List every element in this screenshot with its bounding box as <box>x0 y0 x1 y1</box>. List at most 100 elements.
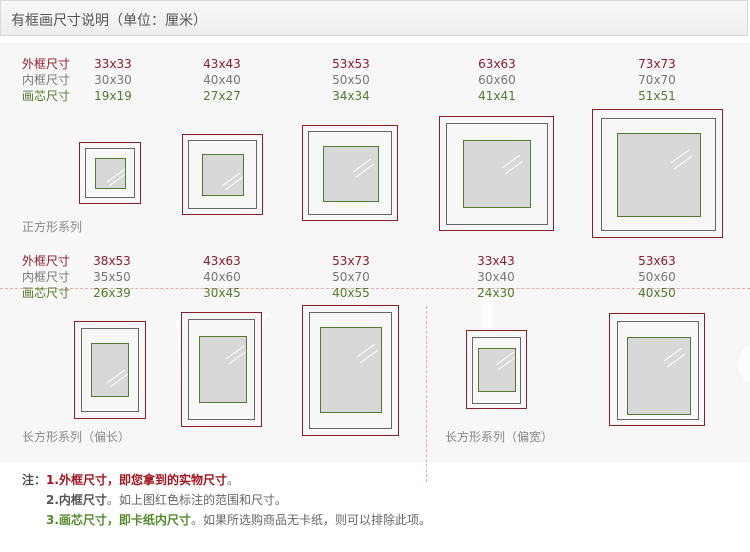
long-frame-inner <box>309 312 392 429</box>
note-3-number: 3. <box>46 513 59 527</box>
inner-size-label: 内框尺寸 <box>22 270 71 284</box>
long-frame-outer-53x73 <box>302 305 399 436</box>
glass-glare-icon <box>224 176 243 191</box>
inner-size-value: 40x60 <box>203 270 241 284</box>
note-prefix: 注： <box>22 473 47 487</box>
rect-size-labels: 外框尺寸 内框尺寸 画芯尺寸 <box>22 253 80 301</box>
long-size-43x63: 43x63 40x60 30x45 <box>186 253 258 301</box>
inner-size-value: 60x60 <box>478 73 516 87</box>
size-guide-content: wa | wa 外框尺寸 内框尺寸 画芯尺寸 33x33 30x30 19x19… <box>0 43 750 482</box>
core-size-value: 40x55 <box>332 286 370 300</box>
glass-glare-icon <box>109 373 128 388</box>
square-frame-outer-63 <box>439 116 554 231</box>
square-frame-inner <box>601 118 716 231</box>
outer-size-value: 53x53 <box>332 57 370 71</box>
outer-size-value: 33x33 <box>94 57 132 71</box>
core-size-label: 画芯尺寸 <box>22 89 71 103</box>
square-frame-core <box>463 140 531 208</box>
inner-size-value: 50x60 <box>638 270 676 284</box>
wide-frame-inner <box>617 321 699 420</box>
outer-size-value: 33x43 <box>477 254 515 268</box>
inner-size-value: 30x30 <box>94 73 132 87</box>
wide-series-caption: 长方形系列（偏宽） <box>445 430 554 444</box>
glass-glare-icon <box>670 149 690 164</box>
note-2-number: 2. <box>46 493 59 507</box>
square-frame-outer-73 <box>592 109 723 238</box>
square-frame-inner <box>308 131 392 215</box>
note-3-text: 。如果所选购商品无卡纸，则可以排除此项。 <box>190 513 431 527</box>
wide-size-53x63: 53x63 50x60 40x50 <box>621 253 693 301</box>
square-size-43: 43x43 40x40 27x27 <box>186 56 258 104</box>
square-frame-outer-43 <box>182 134 263 215</box>
glass-glare-icon <box>501 154 521 169</box>
square-series-caption: 正方形系列 <box>22 220 83 234</box>
long-frame-core <box>199 336 247 403</box>
long-frame-outer-43x63 <box>181 312 262 427</box>
inner-size-value: 35x50 <box>93 270 131 284</box>
inner-size-value: 50x50 <box>332 73 370 87</box>
square-frame-core <box>617 133 701 217</box>
long-frame-outer-38x53 <box>74 321 146 419</box>
core-size-value: 30x45 <box>203 286 241 300</box>
core-size-value: 41x41 <box>478 89 516 103</box>
square-frame-inner <box>188 140 257 209</box>
page-title: 有框画尺寸说明（单位：厘米） <box>11 13 207 29</box>
outer-size-value: 63x63 <box>478 57 516 71</box>
outer-size-value: 38x53 <box>93 254 131 268</box>
inner-size-label: 内框尺寸 <box>22 73 71 87</box>
square-size-labels: 外框尺寸 内框尺寸 画芯尺寸 <box>22 56 80 104</box>
long-frame-inner <box>188 319 255 420</box>
long-frame-core <box>320 327 382 413</box>
inner-size-value: 40x40 <box>203 73 241 87</box>
long-size-53x73: 53x73 50x70 40x55 <box>315 253 387 301</box>
inner-size-value: 50x70 <box>332 270 370 284</box>
outer-size-label: 外框尺寸 <box>22 57 71 71</box>
outer-size-value: 53x63 <box>638 254 676 268</box>
note-2-text: 。如上图红色标注的范围和尺寸。 <box>106 493 287 507</box>
long-frame-inner <box>81 328 139 412</box>
outer-size-value: 43x63 <box>203 254 241 268</box>
long-size-38x53: 38x53 35x50 26x39 <box>76 253 148 301</box>
outer-size-label: 外框尺寸 <box>22 254 71 268</box>
section-divider <box>0 288 750 289</box>
wide-size-33x43: 33x43 30x40 24x30 <box>460 253 532 301</box>
inner-size-value: 30x40 <box>477 270 515 284</box>
inner-size-value: 70x70 <box>638 73 676 87</box>
core-size-value: 51x51 <box>638 89 676 103</box>
wide-frame-outer-33x43 <box>466 330 527 409</box>
note-3-title: 画芯尺寸，即卡纸内尺寸 <box>58 513 191 527</box>
square-size-53: 53x53 50x50 34x34 <box>315 56 387 104</box>
core-size-value: 19x19 <box>94 89 132 103</box>
core-size-value: 24x30 <box>477 286 515 300</box>
core-size-value: 26x39 <box>93 286 131 300</box>
core-size-label: 画芯尺寸 <box>22 286 71 300</box>
wide-frame-inner <box>472 337 521 404</box>
square-frame-core <box>323 146 379 202</box>
note-line-2: 2.内框尺寸。如上图红色标注的范围和尺寸。 <box>22 490 431 510</box>
square-frame-outer-33 <box>79 142 141 204</box>
note-line-1: 注：1.外框尺寸，即您拿到的实物尺寸。 <box>22 470 431 490</box>
long-series-caption: 长方形系列（偏长） <box>22 430 131 444</box>
square-frame-inner <box>446 123 548 225</box>
glass-glare-icon <box>497 356 515 371</box>
note-1-title: 外框尺寸，即您拿到的实物尺寸 <box>58 473 227 487</box>
outer-size-value: 73x73 <box>638 57 676 71</box>
note-2-title: 内框尺寸 <box>58 493 107 507</box>
note-1-end: 。 <box>226 473 239 487</box>
wide-frame-outer-53x63 <box>609 313 705 426</box>
header-bar: 有框画尺寸说明（单位：厘米） <box>0 0 748 36</box>
outer-size-value: 53x73 <box>332 254 370 268</box>
glass-glare-icon <box>225 345 245 360</box>
core-size-value: 34x34 <box>332 89 370 103</box>
core-size-value: 27x27 <box>203 89 241 103</box>
glass-glare-icon <box>352 158 372 173</box>
square-frame-inner <box>85 148 135 198</box>
square-frame-core <box>95 158 126 189</box>
wide-frame-core <box>627 337 691 415</box>
glass-glare-icon <box>663 347 683 362</box>
rectangle-divider <box>426 306 427 482</box>
square-size-73: 73x73 70x70 51x51 <box>621 56 693 104</box>
size-notes: 注：1.外框尺寸，即您拿到的实物尺寸。 2.内框尺寸。如上图红色标注的范围和尺寸… <box>22 470 431 530</box>
core-size-value: 40x50 <box>638 286 676 300</box>
